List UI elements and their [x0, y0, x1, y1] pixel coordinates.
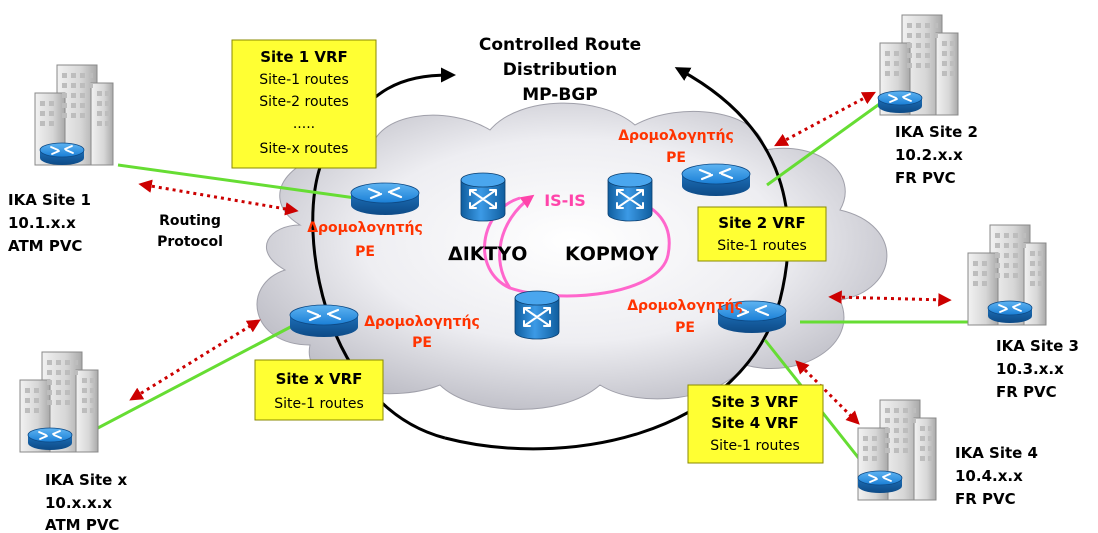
is-is-loop	[483, 191, 671, 298]
svg-text:10.1.x.x: 10.1.x.x	[8, 214, 76, 232]
svg-text:Site-2 routes: Site-2 routes	[259, 94, 349, 110]
ce-router-icon	[27, 427, 73, 451]
vrf-box-site-1: Site 1 VRF Site-1 routes Site-2 routes .…	[231, 39, 377, 169]
pe-router-icon	[288, 303, 360, 339]
svg-text:Site 3 VRF: Site 3 VRF	[711, 393, 799, 411]
svg-text:IKA Site 2: IKA Site 2	[895, 123, 978, 141]
svg-text:10.3.x.x: 10.3.x.x	[996, 360, 1064, 378]
svg-text:PE: PE	[355, 244, 375, 260]
core-switch-icon	[514, 290, 560, 340]
svg-text:Site-1 routes: Site-1 routes	[274, 396, 364, 412]
svg-text:PE: PE	[412, 335, 432, 351]
routing-protocol-label-2: Protocol	[157, 234, 223, 250]
pe-router-icon	[680, 162, 752, 198]
svg-text:IKA Site 4: IKA Site 4	[955, 444, 1038, 462]
ce-router-icon	[857, 470, 903, 494]
routing-protocol-label-1: Routing	[159, 213, 221, 229]
svg-text:Site x VRF: Site x VRF	[276, 370, 363, 388]
core-network-label-2: ΚΟΡΜΟΥ	[565, 243, 659, 265]
svg-text:Site 1 VRF: Site 1 VRF	[260, 48, 348, 66]
ce-router-icon	[877, 90, 923, 114]
svg-text:Site-1 routes: Site-1 routes	[710, 438, 800, 454]
core-switch-icon	[607, 172, 653, 222]
svg-text:Site 4 VRF: Site 4 VRF	[711, 414, 799, 432]
svg-text:Δρομολογητής: Δρομολογητής	[364, 314, 480, 330]
site-label-2: IKA Site 2 10.2.x.x FR PVC	[895, 123, 978, 187]
pe-label: Δρομολογητής PE	[364, 314, 480, 351]
is-is-label: IS-IS	[544, 191, 586, 210]
svg-text:10.x.x.x: 10.x.x.x	[45, 494, 112, 512]
svg-text:PE: PE	[666, 150, 686, 166]
svg-text:IKA Site 1: IKA Site 1	[8, 191, 91, 209]
ce-router-icon	[39, 142, 85, 166]
svg-text:10.4.x.x: 10.4.x.x	[955, 467, 1023, 485]
svg-text:ATM PVC: ATM PVC	[8, 237, 82, 255]
routing-protocol-arrows	[129, 91, 952, 425]
pe-label: Δρομολογητής PE	[627, 298, 743, 336]
svg-text:Site 2 VRF: Site 2 VRF	[718, 214, 806, 232]
vrf-box-site-x: Site x VRF Site-1 routes	[254, 359, 384, 421]
vrf-box-site-3-4: Site 3 VRF Site 4 VRF Site-1 routes	[687, 384, 824, 464]
site-label-1: IKA Site 1 10.1.x.x ATM PVC	[8, 191, 91, 255]
svg-text:FR PVC: FR PVC	[895, 169, 956, 187]
svg-text:IKA Site 3: IKA Site 3	[996, 337, 1079, 355]
svg-text:Δρομολογητής: Δρομολογητής	[618, 128, 734, 144]
vrf-box-site-2: Site 2 VRF Site-1 routes	[697, 206, 827, 262]
svg-text:Site-x routes: Site-x routes	[260, 141, 349, 157]
core-network-label-1: ΔΙΚΤΥΟ	[448, 243, 527, 265]
pe-router-icon	[349, 181, 421, 217]
site-label-4: IKA Site 4 10.4.x.x FR PVC	[955, 444, 1038, 508]
svg-text:ATM PVC: ATM PVC	[45, 516, 119, 533]
svg-text:.....: .....	[293, 116, 315, 132]
site-label-3: IKA Site 3 10.3.x.x FR PVC	[996, 337, 1079, 401]
svg-text:Δρομολογητής: Δρομολογητής	[627, 298, 743, 314]
title-line-1: Controlled Route	[479, 35, 641, 55]
svg-text:Δρομολογητής: Δρομολογητής	[307, 220, 423, 236]
svg-text:PE: PE	[675, 320, 695, 336]
svg-text:FR PVC: FR PVC	[955, 490, 1016, 508]
svg-text:10.2.x.x: 10.2.x.x	[895, 146, 963, 164]
core-switch-icon	[460, 172, 506, 222]
svg-text:Site-1 routes: Site-1 routes	[259, 72, 349, 88]
pe-label: Δρομολογητής PE	[307, 220, 423, 260]
title-line-3: MP-BGP	[522, 85, 598, 105]
diagram-title: Controlled Route Distribution MP-BGP	[479, 35, 641, 105]
site-label-x: IKA Site x 10.x.x.x ATM PVC	[45, 471, 128, 533]
title-line-2: Distribution	[503, 60, 617, 80]
svg-text:Site-1 routes: Site-1 routes	[717, 238, 807, 254]
ce-router-icon	[987, 300, 1033, 324]
pe-label: Δρομολογητής PE	[618, 128, 734, 166]
svg-text:IKA Site x: IKA Site x	[45, 471, 128, 489]
svg-text:FR PVC: FR PVC	[996, 383, 1057, 401]
